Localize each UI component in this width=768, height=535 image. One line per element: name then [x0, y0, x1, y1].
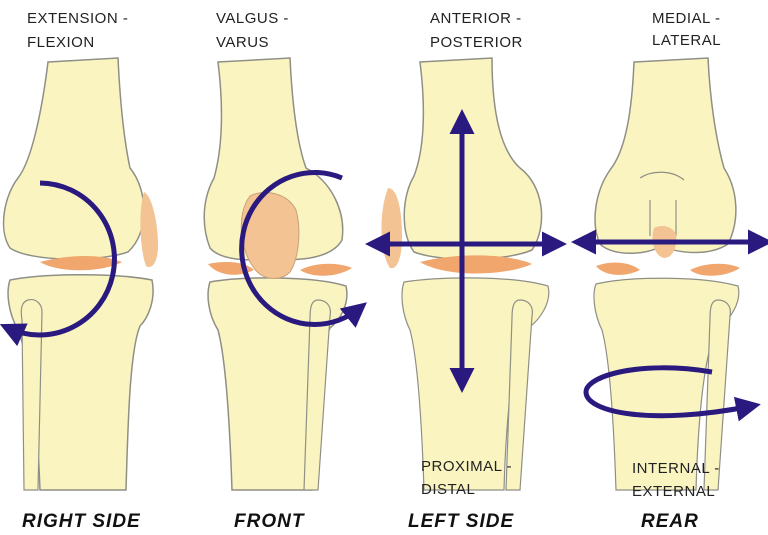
rotation-label: INTERNAL - — [632, 460, 720, 477]
fibula-bone — [703, 299, 731, 491]
meniscus-lateral — [300, 263, 352, 276]
motion-label: VARUS — [216, 34, 270, 51]
motion-label: EXTENSION - — [27, 10, 129, 27]
view-caption-right-side: RIGHT SIDE — [22, 511, 141, 532]
condyle-notch — [639, 171, 685, 236]
fibula-bone — [303, 299, 331, 491]
meniscus — [40, 256, 122, 271]
motion-label: FLEXION — [27, 34, 95, 51]
motion-label: POSTERIOR — [430, 34, 523, 51]
view-caption-rear: REAR — [641, 511, 699, 532]
internal-external-arrow — [583, 365, 761, 422]
knee-left-side — [365, 57, 567, 491]
knee-front — [203, 57, 367, 491]
motion-label: MEDIAL - — [652, 10, 721, 27]
fibula-bone — [505, 299, 533, 491]
tibia-bone — [593, 277, 740, 491]
patella — [240, 192, 300, 279]
motion-label: ANTERIOR - — [430, 10, 522, 27]
motion-label: VALGUS - — [216, 10, 289, 27]
knee-rear — [571, 57, 768, 491]
femur-bone — [403, 57, 543, 260]
patella — [381, 188, 402, 269]
view-caption-left-side: LEFT SIDE — [408, 511, 515, 532]
fibula-bone — [20, 299, 43, 491]
knee-right-side — [0, 57, 158, 491]
meniscus-lateral — [690, 263, 740, 276]
valgus-varus-arrow — [239, 169, 367, 328]
rotation-label: EXTERNAL — [632, 483, 716, 500]
motion-label: LATERAL — [652, 32, 722, 49]
femur-bone — [594, 57, 737, 254]
femur-bone — [2, 57, 145, 260]
translation-label: PROXIMAL - — [421, 458, 513, 475]
translation-label: DISTAL — [421, 481, 476, 498]
flexion-arrow — [0, 180, 117, 347]
view-caption-front: FRONT — [234, 511, 305, 532]
meniscus-medial — [596, 262, 640, 275]
patella — [140, 192, 158, 268]
meniscus — [420, 255, 532, 274]
